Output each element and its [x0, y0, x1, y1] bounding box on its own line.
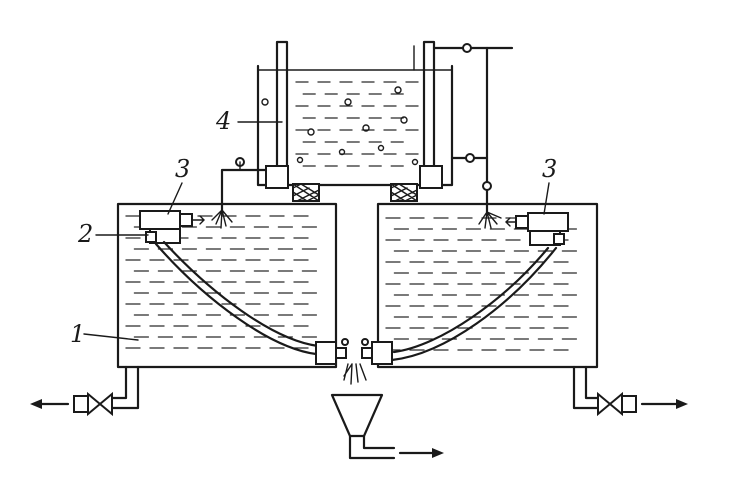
hose-left: [154, 240, 320, 356]
center-fittings: [315, 338, 393, 385]
callout-leaders: [83, 121, 550, 341]
washing-drum: [256, 40, 454, 202]
label-washing-drum: 4: [215, 107, 231, 135]
drum-water-lines: [295, 81, 419, 167]
label-rinse-tank: 1: [70, 320, 85, 348]
label-holder: 2: [77, 220, 93, 248]
rinse-tank-left: [30, 202, 338, 417]
rinse-tank-right: [376, 202, 688, 417]
spray-nozzle-left: [211, 209, 233, 229]
drum-support-right: [390, 183, 418, 202]
label-spray-unit-left: 3: [175, 155, 190, 183]
left-tank-water-lines: [125, 215, 318, 349]
spray-unit-right: [505, 212, 569, 246]
right-tank-water-lines: [385, 217, 578, 351]
drum-support-left: [292, 183, 320, 202]
drum-bubbles: [261, 86, 419, 166]
spray-nozzle-right: [478, 211, 502, 229]
hose-right: [390, 246, 558, 362]
collection-funnel: [330, 393, 444, 460]
supply-piping: [220, 43, 514, 214]
label-spray-unit-right: 3: [542, 155, 557, 183]
